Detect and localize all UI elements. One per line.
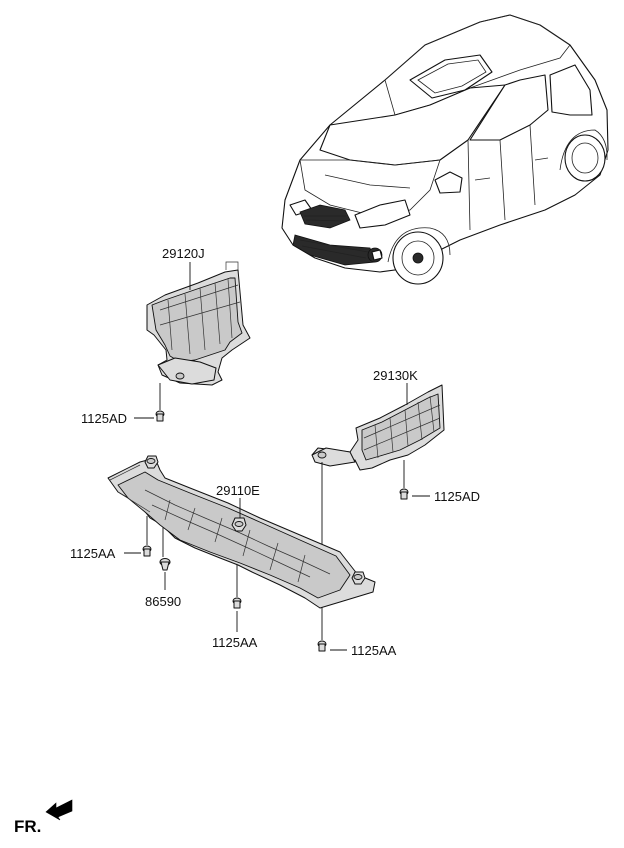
front-direction-arrow-icon	[45, 799, 73, 821]
bolt-1125AD-left	[155, 410, 165, 422]
front-label: FR.	[14, 817, 41, 836]
label-29110E: 29110E	[216, 483, 260, 498]
bolt-1125AA-mid	[232, 597, 242, 609]
label-29120J: 29120J	[162, 246, 205, 261]
label-86590: 86590	[145, 594, 181, 609]
bolt-1125AA-left	[142, 545, 152, 557]
label-1125AD-right: 1125AD	[434, 489, 480, 504]
part-29130K-shield	[311, 384, 445, 471]
part-29120J-shield	[146, 261, 251, 386]
label-29130K: 29130K	[373, 368, 418, 383]
label-1125AD-left: 1125AD	[81, 411, 127, 426]
vehicle-illustration	[281, 14, 609, 285]
label-1125AA-mid: 1125AA	[212, 635, 258, 650]
label-1125AA-right: 1125AA	[351, 643, 397, 658]
bolt-1125AD-right	[399, 488, 409, 500]
part-29110E-undercover	[107, 455, 376, 609]
label-1125AA-left: 1125AA	[70, 546, 116, 561]
bolt-1125AA-right	[317, 640, 327, 652]
clip-86590	[159, 558, 171, 571]
